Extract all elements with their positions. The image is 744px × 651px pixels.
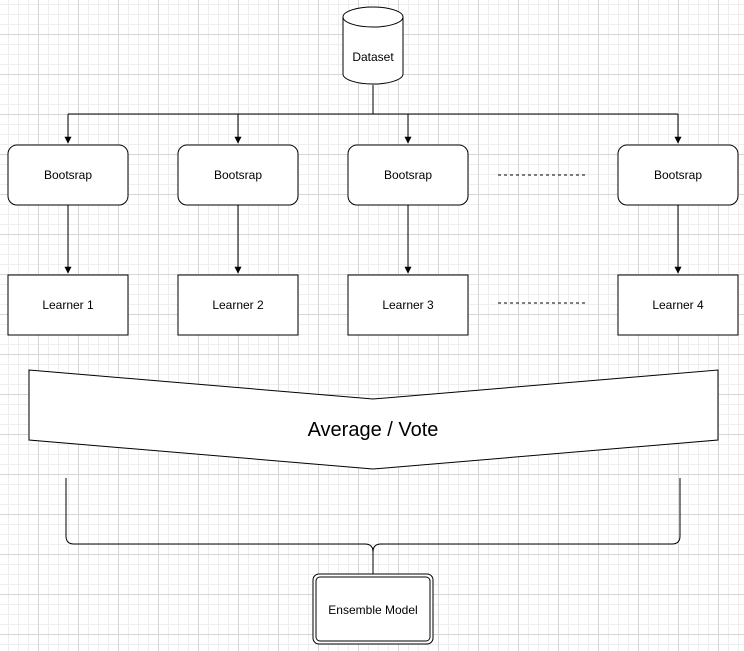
bootstrap-node-2: Bootsrap <box>177 144 299 206</box>
learner-node-2: Learner 2 <box>177 274 299 336</box>
bootstrap-to-learner-arrows <box>64 205 682 274</box>
learner-node-1: Learner 1 <box>7 274 129 336</box>
dataset-cylinder-body <box>342 17 404 85</box>
learner-label: Learner 1 <box>42 298 94 312</box>
dataset-label: Dataset <box>352 50 394 64</box>
ensemble-label: Ensemble Model <box>328 603 417 617</box>
aggregation-node: Average / Vote <box>28 369 719 470</box>
dataset-node: Dataset <box>342 6 404 85</box>
dataset-cylinder-top <box>342 6 404 28</box>
learner-node-4: Learner 4 <box>617 274 739 336</box>
learner-node-3: Learner 3 <box>347 274 469 336</box>
distribution-connectors <box>64 85 682 144</box>
bootstrap-node-1: Bootsrap <box>7 144 129 206</box>
learner-label: Learner 4 <box>652 298 704 312</box>
learner-label: Learner 2 <box>212 298 264 312</box>
aggregation-chevron-shape <box>28 369 719 470</box>
bootstrap-label: Bootsrap <box>44 168 92 182</box>
bootstrap-node-3: Bootsrap <box>347 144 469 206</box>
bootstrap-label: Bootsrap <box>214 168 262 182</box>
bootstrap-label: Bootsrap <box>384 168 432 182</box>
curly-brace <box>65 478 681 553</box>
bootstrap-node-4: Bootsrap <box>617 144 739 206</box>
learner-label: Learner 3 <box>382 298 434 312</box>
aggregation-label: Average / Vote <box>308 419 439 441</box>
bootstrap-label: Bootsrap <box>654 168 702 182</box>
ensemble-node: Ensemble Model <box>312 573 434 645</box>
